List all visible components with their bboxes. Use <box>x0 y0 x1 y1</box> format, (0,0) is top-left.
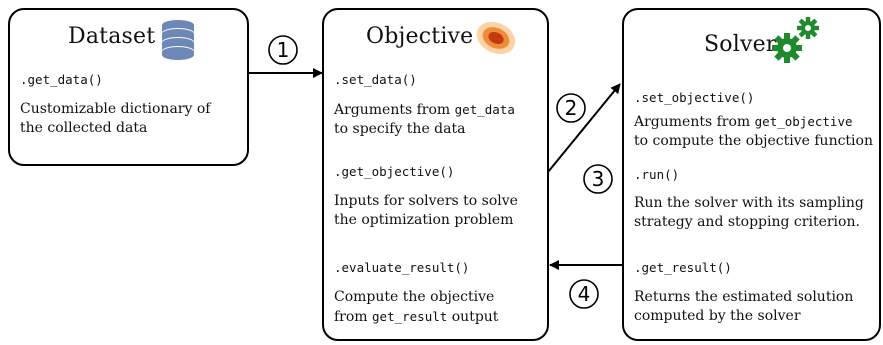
objective-get-objective-method: .get_objective() <box>334 164 455 179</box>
solver-run-desc-line-2: strategy and stopping criterion. <box>634 214 860 230</box>
objective-set-data-method: .set_data() <box>334 72 417 87</box>
dataset-get-data-method: .get_data() <box>20 72 103 87</box>
solver-get-result-desc-line-1: Returns the estimated solution <box>634 289 854 305</box>
step-1-marker: 1 <box>268 35 298 65</box>
solver-title: Solver <box>704 32 777 57</box>
solver-run-desc-line-1: Run the solver with its sampling <box>634 195 864 211</box>
objective-evaluate-result-desc-post: output <box>447 309 499 325</box>
objective-get-data-ref: get_data <box>454 102 515 117</box>
objective-evaluate-result-description: Compute the objective from get_result ou… <box>334 288 549 327</box>
step-3-label: 3 <box>592 167 605 191</box>
solver-get-result-desc-line-2: computed by the solver <box>634 308 801 324</box>
objective-evaluate-result-desc-pre: from <box>334 309 373 325</box>
objective-get-objective-desc-line-1: Inputs for solvers to solve <box>334 193 518 209</box>
solver-set-objective-desc-text: Arguments from <box>634 114 755 130</box>
objective-title: Objective <box>366 24 474 49</box>
step-4-label: 4 <box>578 282 591 306</box>
step-2-marker: 2 <box>556 93 586 123</box>
step-2-label: 2 <box>565 96 578 120</box>
step-4-marker: 4 <box>569 279 599 309</box>
solver-get-objective-ref: get_objective <box>754 114 853 129</box>
objective-evaluate-result-method: .evaluate_result() <box>334 260 470 275</box>
objective-evaluate-result-desc-line-1: Compute the objective <box>334 289 495 305</box>
solver-get-result-description: Returns the estimated solution computed … <box>634 288 882 326</box>
contour-plot-icon <box>474 18 518 62</box>
database-icon <box>160 19 196 65</box>
solver-run-method: .run() <box>634 167 680 182</box>
objective-set-data-desc-text-2: to specify the data <box>334 121 466 137</box>
arrow-objective-to-solver <box>547 83 621 173</box>
step-1-label: 1 <box>277 38 290 62</box>
objective-get-result-ref: get_result <box>372 309 448 324</box>
gears-icon <box>770 14 822 68</box>
objective-box: Objective .set_data() Arguments from get… <box>322 8 549 341</box>
solver-set-objective-description: Arguments from get_objective to compute … <box>634 112 882 151</box>
solver-set-objective-desc-text-2: to compute the objective function <box>634 133 873 149</box>
solver-box: Solver <box>622 8 881 341</box>
objective-set-data-desc-text: Arguments from <box>334 102 455 118</box>
dataset-box: Dataset .get_data() Customizable diction… <box>8 8 249 166</box>
objective-get-objective-description: Inputs for solvers to solve the optimiza… <box>334 192 549 230</box>
objective-set-data-description: Arguments from get_data to specify the d… <box>334 100 549 139</box>
dataset-description: Customizable dictionary of the collected… <box>20 101 211 136</box>
objective-get-objective-desc-line-2: the optimization problem <box>334 212 514 228</box>
solver-set-objective-method: .set_objective() <box>634 90 755 105</box>
dataset-title: Dataset <box>68 24 156 49</box>
solver-run-description: Run the solver with its sampling strateg… <box>634 194 882 232</box>
solver-get-result-method: .get_result() <box>634 260 732 275</box>
step-3-marker: 3 <box>583 164 613 194</box>
